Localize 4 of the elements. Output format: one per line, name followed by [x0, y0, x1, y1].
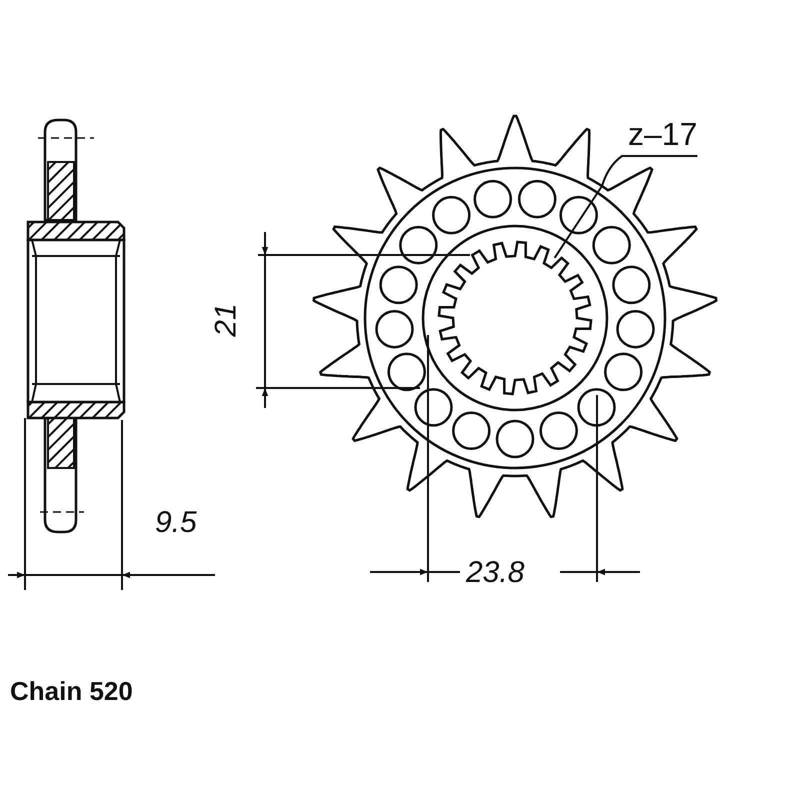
chain-size-label: Chain 520	[10, 678, 133, 704]
callout-text: z–17	[628, 118, 698, 150]
dimension-value: 21	[212, 303, 242, 337]
spline-hub-drawing	[438, 240, 592, 396]
